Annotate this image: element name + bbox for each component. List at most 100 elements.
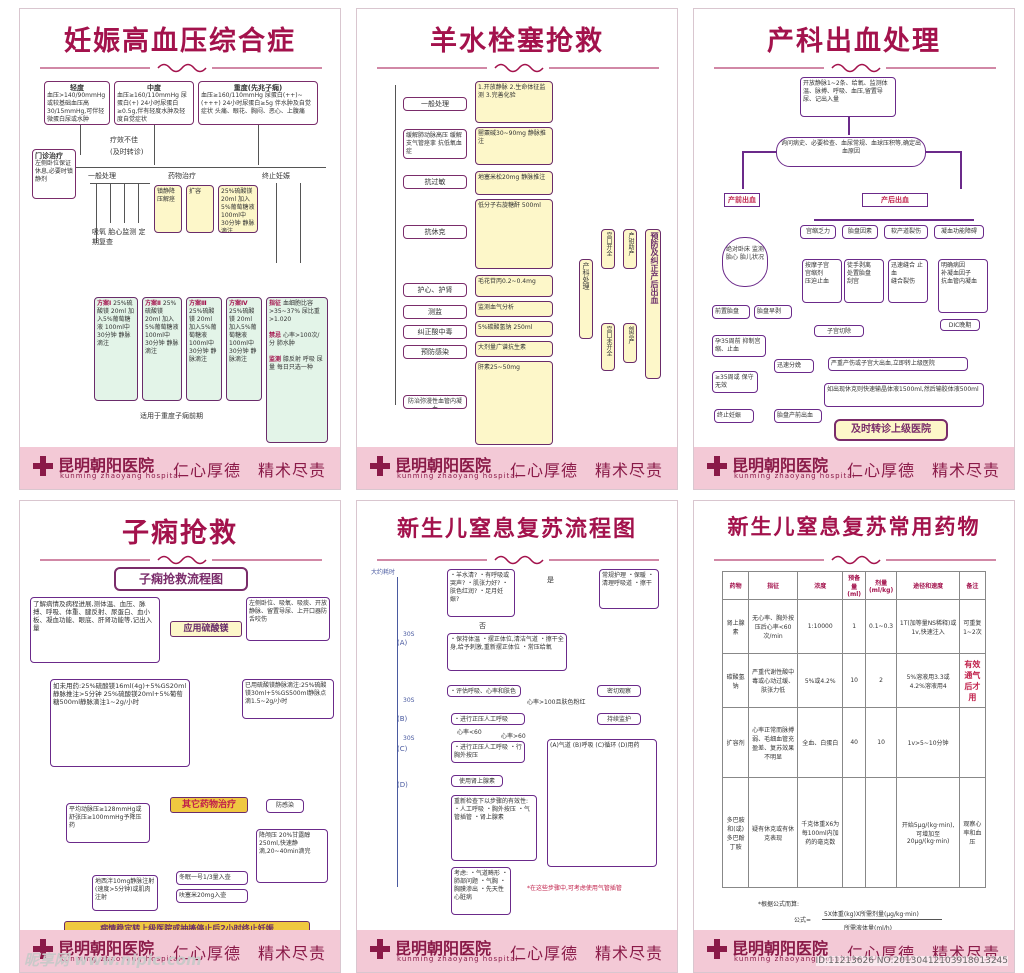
level-severe: 重度(先兆子痫) 血压≥160/110mmHg 尿蛋白(++)~(+++) 24…: [198, 81, 318, 125]
general-items: 吸氧 胎心监测 定期复查: [92, 228, 146, 246]
hospital-logo-icon: [707, 939, 727, 959]
cervix-full: 宫口开全: [601, 229, 615, 269]
cell: 40: [842, 707, 866, 778]
massage-box: 按摩子宫宫缩剂压迫止血: [802, 259, 842, 303]
poster-title: 产科出血处理: [767, 26, 941, 57]
bottom-note: 适用于重度子痫前期: [140, 412, 203, 420]
forceps: 产钳助产: [623, 229, 637, 269]
coag-box: 明确病因补凝血因子抗血管内凝血: [938, 259, 988, 313]
image-id: ID:11213626 NO:20130412103918013245: [815, 956, 1008, 966]
step-1: 一般处理: [403, 97, 467, 111]
severe-transfer: 严重产伤或子宫大出血,立即转上级医院: [828, 357, 968, 371]
col-header: 剂量(ml/kg): [864, 571, 898, 600]
ornament-divider: [377, 555, 659, 565]
time-1: 30S: [403, 631, 415, 638]
yes-label: 是: [547, 576, 554, 584]
cesarean: 剖宫产: [623, 323, 637, 363]
cell: 1:10000: [796, 599, 844, 654]
hospital-name: 昆明朝阳医院: [58, 939, 155, 958]
hospital-en: kunming zhaoyang hospital: [734, 472, 856, 480]
placenta-abruption: 胎盘早剥: [754, 305, 792, 319]
col-header: 备注: [958, 571, 987, 600]
bedrest-box: 绝对卧床 监测胎心 胎儿状况: [722, 237, 768, 287]
after-35w: ≥35周或 保守无效: [712, 371, 758, 393]
ppv-box: ・进行正压人工呼吸: [451, 713, 525, 725]
bp-box: 平均动脉压≥128mmHg或舒张压≥100mmHg予降压药: [66, 803, 150, 843]
hospital-name: 昆明朝阳医院: [395, 456, 492, 475]
flow-title: 子痫抢救流程图: [114, 567, 248, 591]
col-header: 指征: [748, 571, 798, 600]
footer: 昆明朝阳医院 kunming zhaoyang hospital 仁心厚德 精术…: [357, 930, 677, 972]
step-6: 测监: [403, 305, 467, 319]
hospital-en: kunming zhaoyang hospital: [397, 472, 519, 480]
hospital-logo-icon: [370, 939, 390, 959]
hr-gt60: 心率>60: [501, 733, 526, 740]
poster-hypertension: 妊娠高血压综合症 轻度 血压>140/90mmHg 或较基础血压高30/15mm…: [19, 8, 341, 490]
cell: 1v>5~10分钟: [896, 707, 960, 778]
poster-title: 妊娠高血压综合症: [64, 26, 296, 57]
cell: 0.1~0.3: [864, 599, 898, 654]
cell: [842, 777, 866, 888]
end-pregnancy: 终止妊娠: [262, 172, 290, 180]
cell: 10: [842, 653, 866, 708]
furosemide-box: 呋塞米20mg入壶: [176, 889, 248, 903]
cell: 1T(加等量NS稀释)或1v,快速注入: [896, 599, 960, 654]
dose-box: 25%硫酸镁 20ml 加入5%葡萄糖液 100ml中 30分钟 静脉滴注: [218, 185, 258, 233]
wint-box: 冬眠一号1/3量入壶: [176, 871, 248, 885]
ornament-divider: [40, 63, 322, 73]
cell: 肾上腺素: [721, 599, 750, 654]
formula-top: 5X体重(kg)X所需剂量(μg/kg·min): [824, 911, 919, 918]
cell: [864, 777, 898, 888]
plan-2: 方案Ⅱ 25%硫酸镁 20ml 加入5%葡萄糖液 100ml中 30分钟 静脉滴…: [142, 297, 182, 401]
formula-bottom: 所需液体量(ml/h): [844, 925, 893, 932]
formula-eq: 公式=: [794, 917, 812, 924]
note-9: 肝素25~50mg: [475, 361, 553, 445]
label-transfer: (及时转诊): [110, 148, 144, 156]
hospital-en: kunming zhaoyang hospital: [60, 955, 182, 963]
table-row: 多巴胺和(或)多巴酚丁胺 疑有休克或有休克表现 千克体重X6为每100ml内加药…: [721, 777, 987, 888]
plan-1: 方案Ⅰ 25%硫酸镁 20ml 加入5%葡萄糖液 100ml中 30分钟 静脉滴…: [94, 297, 138, 401]
hysterectomy: 子宫切除: [814, 325, 864, 337]
cell: [958, 707, 987, 778]
warm-box: ・保持体温 ・摆正体位,清洁气道 ・擦干全身,给予刺激,重新摆正体位 ・常压给氧: [447, 633, 567, 671]
post-item-4: 凝血功能障碍: [934, 225, 984, 239]
hr-lt60: 心率<60: [457, 729, 482, 736]
note-5: 毛花苷丙0.2~0.4mg: [475, 275, 553, 297]
transfer-final: 及时转诊上级医院: [834, 419, 948, 441]
intubation-note: *在这些步骤中,可考虑使用气管插管: [527, 885, 622, 892]
label-poor-effect: 疗效不佳: [110, 136, 138, 144]
poster-neonatal-drugs: 新生儿窒息复苏常用药物 药物 指征 浓度 预备量(ml) 剂量(ml/kg) 途…: [693, 500, 1015, 973]
level-moderate: 中度 血压≥160/110mmHg 尿蛋白(+) 24小时尿蛋白≥0.5g,伴有…: [114, 81, 194, 125]
cervix-not-full: 宫口未开全: [601, 323, 615, 371]
hospital-slogan: 仁心厚德 精术尽责: [509, 944, 663, 963]
dic-late: DIC晚期: [940, 319, 980, 331]
hospital-logo-icon: [33, 456, 53, 476]
time-axis-label: 大约耗时: [371, 569, 396, 576]
drug-treatment: 药物治疗: [168, 172, 196, 180]
hospital-slogan: 仁心厚德 精术尽责: [172, 944, 326, 963]
consider-box: 考虑: ・气道畸形 ・肺部问题 ・气胸 ・胸膜渗出 ・先天性心脏病: [451, 867, 511, 915]
drug-table: 药物 指征 浓度 预备量(ml) 剂量(ml/kg) 途径和速度 备注 肾上腺素…: [721, 571, 987, 888]
col-header: 浓度: [796, 571, 844, 600]
hospital-name: 昆明朝阳医院: [732, 939, 829, 958]
cell: 2: [864, 653, 898, 708]
hospital-slogan: 仁心厚德 精术尽责: [846, 461, 1000, 480]
step-9: 防治弥漫性血管内凝血: [403, 395, 467, 409]
cell: 多巴胺和(或)多巴酚丁胺: [721, 777, 750, 888]
clinic-box: 门诊治疗 左侧卧位保证休息,必要时镇静剂: [32, 149, 76, 199]
step-8: 预防感染: [403, 345, 467, 359]
step-2: 缓解肺动脉高压 缓解支气管痉挛 抗低氧血症: [403, 129, 467, 159]
routine-care: 常规护理 ・保暖 ・清理呼吸道 ・擦干: [599, 569, 659, 609]
cell: 严重代谢性酸中毒或心动过缓、肤张力低: [748, 653, 798, 708]
post-item-2: 胎盘因素: [842, 225, 878, 239]
mg-new-box: 如未用药:25%硫酸镁16ml(4g)+5%GS20ml静脉推注>5分钟 25%…: [50, 679, 190, 767]
cell: 无心率、胸外按压后心率<60次/min: [748, 599, 798, 654]
placenta-box: 徒手剥离处置胎盘刮宫: [844, 259, 884, 303]
col-header: 途径和速度: [896, 571, 960, 600]
cell: 心率正常而脉搏弱、毛细血管充盈差、复苏效果不明显: [748, 707, 798, 778]
footer: 昆明朝阳医院 kunming zhaoyang hospital 仁心厚德 精术…: [694, 447, 1014, 489]
assess-box: 了解病情及病程进展,测体温、血压、脉搏、呼吸、体重、腱反射、尿蛋白、血小板、凝血…: [30, 597, 160, 663]
poster-title: 新生儿窒息复苏常用药物: [727, 514, 981, 539]
footer: 昆明朝阳医院 kunming zhaoyang hospital 仁心厚德 精术…: [20, 447, 340, 489]
poster-amniotic: 羊水栓塞抢救 一般处理 缓解肺动脉高压 缓解支气管痉挛 抗低氧血症 抗过敏 抗休…: [356, 8, 678, 490]
